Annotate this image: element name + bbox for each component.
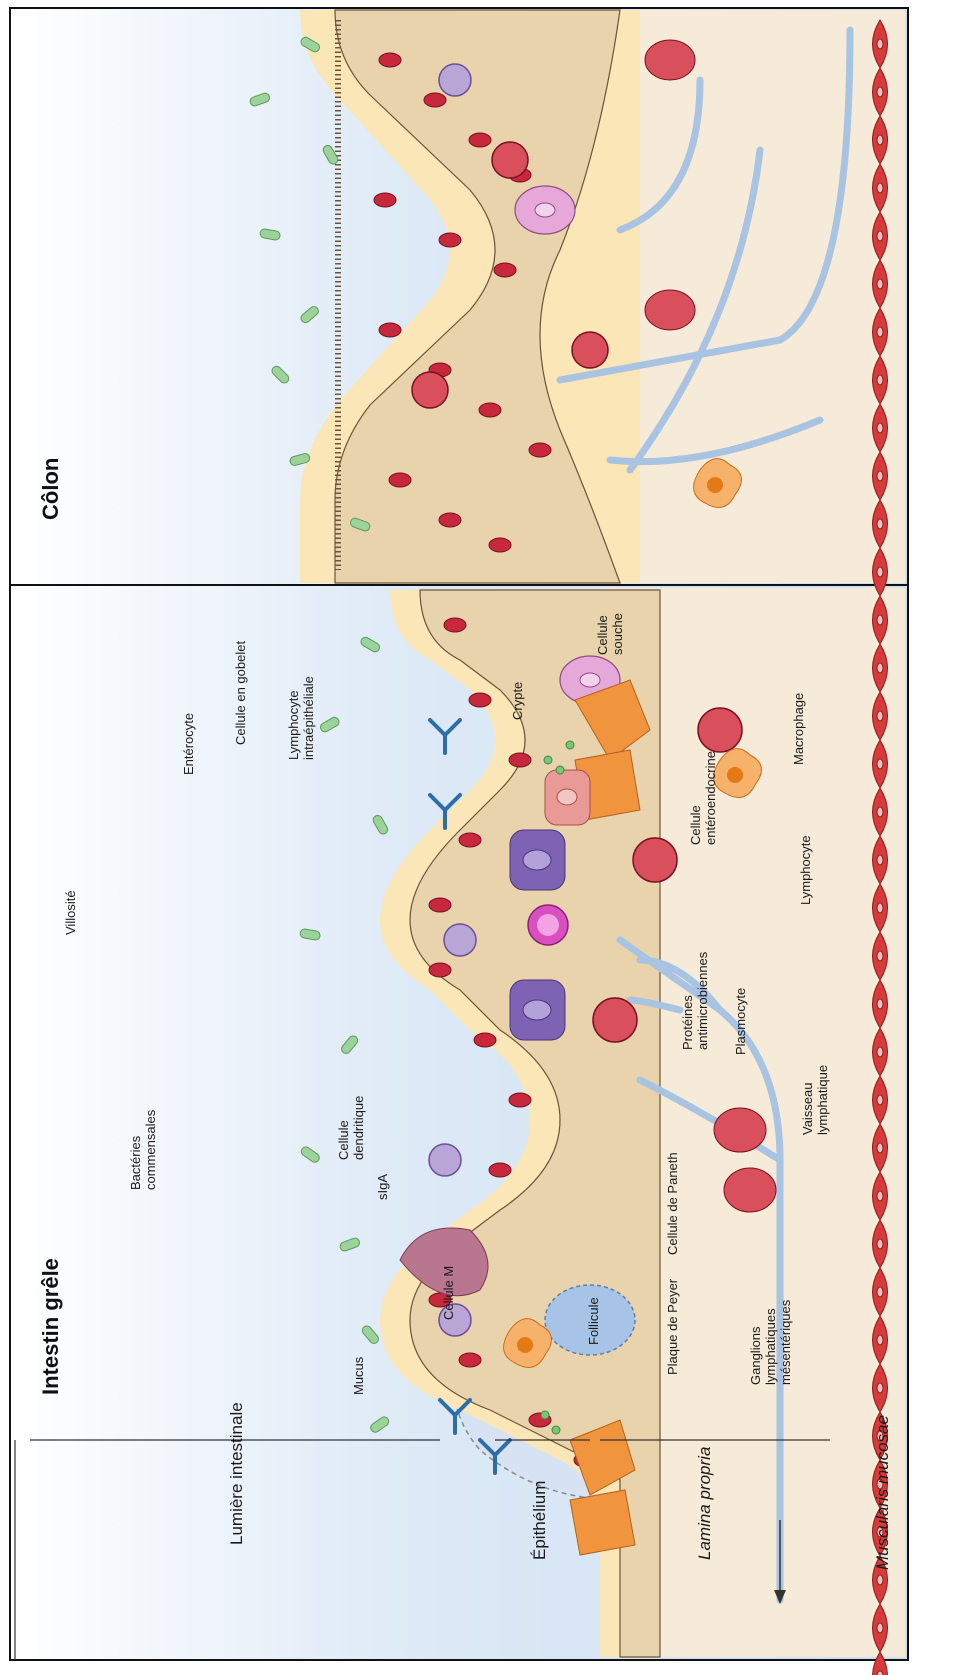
label-ganglions-line1: Ganglions <box>748 1326 763 1385</box>
small-intestine-title: Intestin grêle <box>38 1258 63 1395</box>
muscle-cell-nucleus <box>877 999 883 1009</box>
muscle-cell-nucleus <box>877 1335 883 1345</box>
label-cellule-m: Cellule M <box>441 1266 456 1320</box>
muscle-cell-nucleus <box>877 1047 883 1057</box>
muscle-cell-nucleus <box>877 615 883 625</box>
label-cellule-souche-line2: souche <box>610 613 625 655</box>
label-gobelet: Cellule en gobelet <box>233 641 248 745</box>
label-cellule-souche-line1: Cellule <box>595 615 610 655</box>
muscle-cell-nucleus <box>877 1287 883 1297</box>
label-siga: sIgA <box>375 1174 390 1200</box>
label-bacteries-line1: Bactéries <box>128 1135 143 1190</box>
muscle-cell-nucleus <box>877 1575 883 1585</box>
muscle-cell-nucleus <box>877 135 883 145</box>
label-lymphocyte-ie-line2: intraépithéliale <box>301 676 316 760</box>
label-ganglions-line2: lymphatiques <box>763 1308 778 1385</box>
label-villosite: Villosité <box>63 890 78 935</box>
layer-lamina: Lamina propria <box>695 1447 714 1560</box>
muscle-cell-nucleus <box>877 1095 883 1105</box>
layer-lumiere: Lumière intestinale <box>227 1402 246 1545</box>
label-proteines-line1: Protéines <box>680 995 695 1050</box>
label-vaisseau-line1: Vaisseau <box>800 1082 815 1135</box>
label-dendritique-line2: dendritique <box>351 1096 366 1160</box>
muscle-cell-nucleus <box>877 855 883 865</box>
label-follicule: Follicule <box>586 1297 601 1345</box>
label-bacteries-line2: commensales <box>143 1109 158 1190</box>
muscle-cell-nucleus <box>877 759 883 769</box>
muscle-cell-nucleus <box>877 1143 883 1153</box>
muscle-cell-nucleus <box>877 375 883 385</box>
muscle-cell-nucleus <box>877 1239 883 1249</box>
label-cellule-souche: Cellule souche <box>595 612 625 655</box>
muscle-cell-nucleus <box>877 951 883 961</box>
muscle-cell-nucleus <box>877 807 883 817</box>
label-paneth: Cellule de Paneth <box>665 1152 680 1255</box>
muscle-cell-nucleus <box>877 471 883 481</box>
layer-lumiere-line1: Lumière intestinale <box>227 1402 246 1545</box>
colon-dendritic <box>439 64 471 96</box>
label-proteines-line2: antimicrobiennes <box>695 951 710 1050</box>
muscle-cell-nucleus <box>877 279 883 289</box>
label-plasmocyte: Plasmocyte <box>733 988 748 1055</box>
si-intraepithelial-lymphocyte <box>528 905 568 945</box>
muscle-cell-nucleus <box>877 87 883 97</box>
muscle-cell-nucleus <box>877 39 883 49</box>
label-mucus: Mucus <box>351 1356 366 1395</box>
muscle-cell-nucleus <box>877 423 883 433</box>
label-lymphocyte-ie-line1: Lymphocyte <box>286 690 301 760</box>
muscle-cell-nucleus <box>877 1623 883 1633</box>
label-macrophage: Macrophage <box>791 693 806 765</box>
muscle-cell-nucleus <box>877 1191 883 1201</box>
colon-title: Côlon <box>38 458 63 520</box>
colon-goblet-cells <box>515 186 575 234</box>
label-enteroendocrine-line2: entéroendocrine <box>703 751 718 845</box>
muscle-cell-nucleus <box>877 903 883 913</box>
label-enterocyte: Entérocyte <box>181 713 196 775</box>
muscle-cell-nucleus <box>877 663 883 673</box>
label-dendritique-line1: Cellule <box>336 1120 351 1160</box>
muscle-cell-nucleus <box>877 567 883 577</box>
muscle-cell-nucleus <box>877 327 883 337</box>
si-enteroendocrine-cell <box>545 770 590 825</box>
label-enteroendocrine-line1: Cellule <box>688 805 703 845</box>
muscle-cell-nucleus <box>877 231 883 241</box>
label-lymphocyte: Lymphocyte <box>798 835 813 905</box>
layer-muscularis: Muscularis mucosae <box>873 1415 892 1570</box>
label-ganglions-line3: mésentériques <box>778 1299 793 1385</box>
muscle-cell-nucleus <box>877 1383 883 1393</box>
layer-epithelium: Épithélium <box>530 1481 549 1560</box>
muscle-cell-nucleus <box>877 519 883 529</box>
label-lymphocyte-ie: Lymphocyte intraépithéliale <box>286 676 316 760</box>
muscle-cell-nucleus <box>877 183 883 193</box>
label-crypte: Crypte <box>510 682 525 720</box>
label-peyer: Plaque de Peyer <box>665 1278 680 1375</box>
muscle-cell-nucleus <box>877 1671 883 1675</box>
label-vaisseau-line2: lymphatique <box>815 1065 830 1135</box>
muscle-cell-nucleus <box>877 711 883 721</box>
